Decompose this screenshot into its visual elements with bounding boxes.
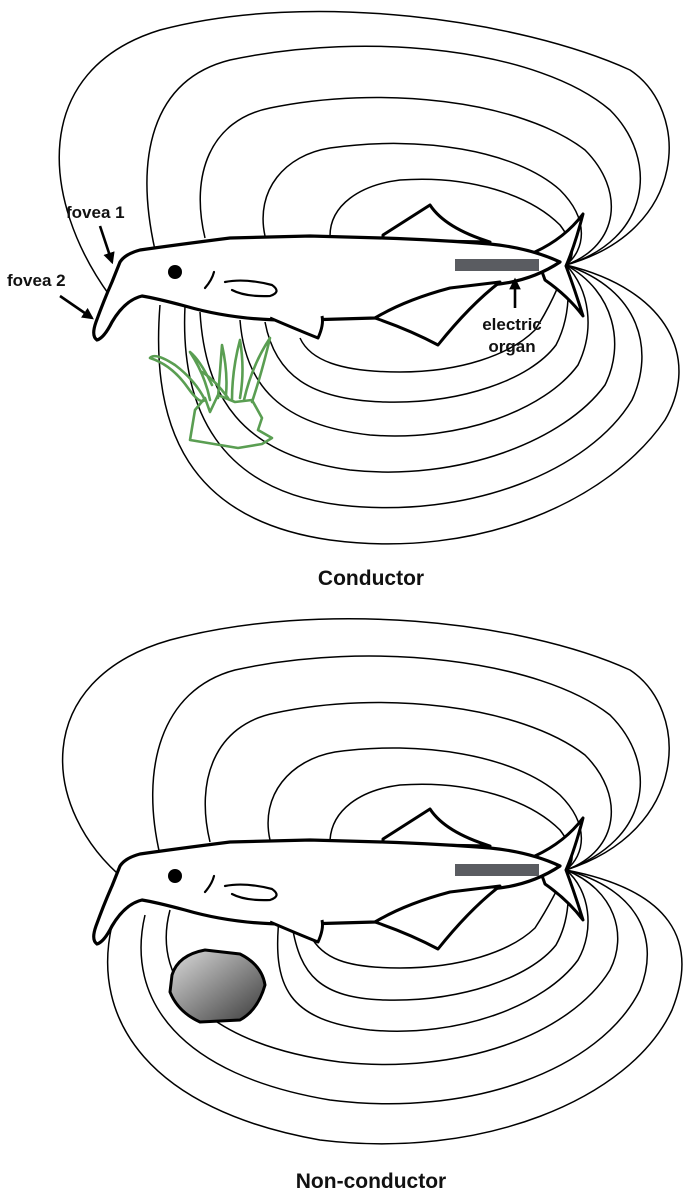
electric-organ bbox=[455, 259, 539, 271]
fovea-1-arrow bbox=[98, 225, 115, 265]
fovea-2-arrow bbox=[59, 294, 94, 320]
electric-organ bbox=[455, 864, 539, 876]
plant bbox=[148, 336, 274, 450]
electric-organ-label-2: organ bbox=[488, 337, 535, 356]
conductor-panel: fovea 1 fovea 2 electric organ Conductor bbox=[7, 10, 680, 590]
fovea-1-label: fovea 1 bbox=[66, 203, 125, 222]
non-conductor-panel: Non-conductor bbox=[61, 617, 683, 1193]
panel-caption: Conductor bbox=[318, 567, 424, 590]
rock bbox=[168, 948, 267, 1024]
electric-organ-label: electric bbox=[482, 315, 542, 334]
fovea-2-label: fovea 2 bbox=[7, 271, 66, 290]
panel-caption: Non-conductor bbox=[296, 1170, 446, 1193]
field-lines bbox=[58, 10, 680, 545]
